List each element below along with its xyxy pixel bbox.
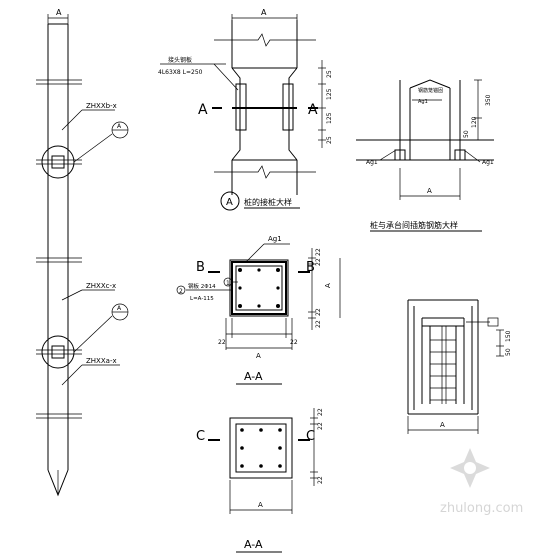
- cap-note-1: 钢筋笼锚固: [418, 87, 443, 94]
- section-cc-cut-left: C: [196, 429, 205, 444]
- callout-2-line2: L=A-115: [190, 296, 214, 302]
- detail-ref-upper: A: [117, 123, 122, 130]
- section-cc-title: A-A: [244, 538, 263, 551]
- section-aa-dim-r3: 22: [315, 308, 322, 316]
- pile-elevation: A ZHXXb-x A: [36, 8, 129, 497]
- splice-title-circle: [220, 191, 240, 211]
- cap-dim-350: 350: [485, 94, 492, 106]
- pile-label-c: ZHXXc-x: [86, 282, 116, 290]
- section-aa-dim-r1: 22: [315, 248, 322, 256]
- detail-ref-lower: A: [117, 305, 122, 312]
- watermark: zhulong.com: [440, 448, 523, 516]
- splice-title-ref: A: [226, 197, 233, 208]
- splice-dim-3: 125: [326, 112, 333, 124]
- section-cc-dim-A: A: [258, 501, 263, 509]
- section-aa-dim-bA: A: [256, 352, 261, 360]
- small-elev-dim-50: 50: [505, 348, 512, 356]
- splice-section-right: A: [308, 102, 318, 118]
- section-aa-dim-r4: 22: [315, 320, 322, 328]
- section-aa-dim-r2: 22: [315, 258, 322, 266]
- splice-title: 桩的接桩大样: [244, 197, 292, 207]
- splice-note-2: 4L63X8 L=250: [158, 69, 203, 76]
- callout-1: 1: [226, 280, 230, 287]
- small-elevation: 150 50 A: [407, 299, 512, 434]
- callout-2-line1: 钢板 2Φ14: [188, 282, 216, 290]
- section-cc-dim-r3: 22: [317, 476, 324, 484]
- callout-2-circle: [176, 285, 186, 295]
- splice-dim-1: 25: [326, 70, 333, 78]
- splice-top-dim: A: [261, 8, 267, 17]
- cap-note-2: Ag1: [418, 99, 428, 105]
- section-aa-b: Ag1 B B 1 2 钢板 2Φ14 L=A-115 22 22 A 22 2…: [176, 235, 341, 385]
- cap-dim-120: 120: [471, 116, 478, 128]
- splice-dim-4: 25: [326, 136, 333, 144]
- watermark-text: zhulong.com: [440, 501, 523, 516]
- section-cc-dim-r1: 22: [317, 408, 324, 416]
- splice-note-1: 接头钢板: [168, 56, 192, 64]
- section-cc-dim-r2: 22: [317, 422, 324, 430]
- joint-circle-upper: [41, 145, 75, 179]
- section-cc-cut-right: C: [306, 429, 315, 444]
- pile-label-a: ZHXXa-x: [86, 357, 117, 365]
- section-aa-cut-right: B: [306, 260, 315, 275]
- cap-title: 桩与承台间插筋钢筋大样: [370, 220, 458, 230]
- pile-label-b: ZHXXb-x: [86, 102, 117, 110]
- section-aa-title: A-A: [244, 370, 263, 383]
- splice-section-left: A: [198, 102, 208, 118]
- small-elev-dim-150: 150: [505, 330, 512, 342]
- small-elev-dim-A: A: [440, 421, 445, 429]
- splice-detail: A A A 接头钢板 4L63X8 L=250 25: [158, 8, 333, 211]
- joint-circle-lower: [41, 335, 75, 369]
- pile-break-marks: [36, 79, 82, 419]
- splice-dim-2: 125: [326, 88, 333, 100]
- section-aa-dim-b2: 22: [290, 339, 298, 346]
- cap-dim-A: A: [427, 187, 432, 195]
- section-aa-dim-rA: A: [324, 283, 332, 288]
- cap-dim-50: 50: [463, 130, 470, 138]
- section-aa-top-label: Ag1: [268, 235, 282, 243]
- cap-bar-right: Ag1: [482, 159, 494, 166]
- section-aa-dim-b1: 22: [218, 339, 226, 346]
- section-aa-cut-left: B: [196, 260, 205, 275]
- cap-bar-left: Ag1: [366, 159, 378, 166]
- section-cc: C C 22 22 22 A A-A: [196, 408, 324, 553]
- cap-detail: 钢筋笼锚固 Ag1 Ag1 Ag1 350 120 50 A 桩与承台间插筋钢筋…: [356, 79, 494, 232]
- callout-2: 2: [179, 288, 183, 295]
- pile-top-dim: A: [56, 8, 62, 17]
